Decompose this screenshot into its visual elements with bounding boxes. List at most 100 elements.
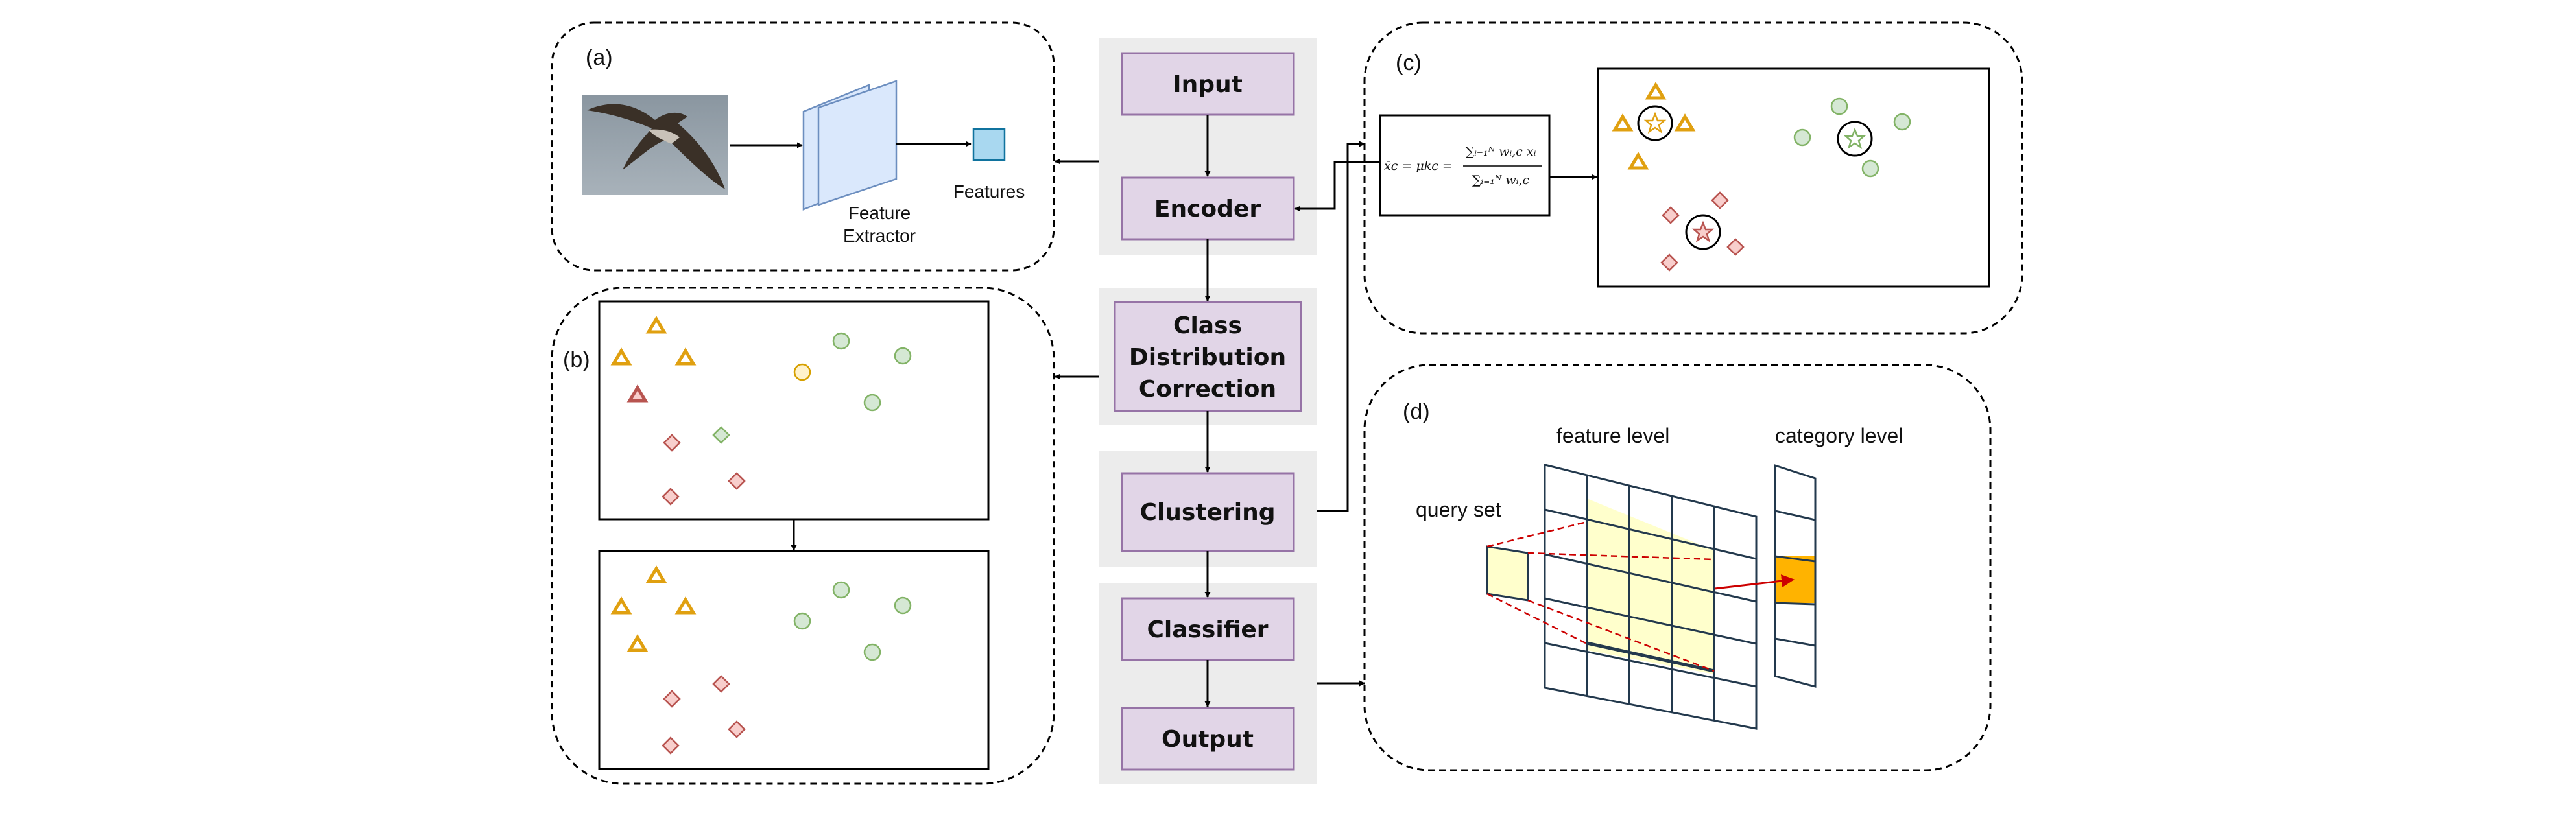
prototype-star-icon bbox=[1691, 220, 1715, 242]
diamond-point bbox=[728, 472, 746, 490]
panel-b: (b) bbox=[551, 287, 1055, 785]
panel-c: (c) x̄c = μkc = ∑ᵢ₌₁ᴺ wᵢ,c xᵢ ∑ᵢ₌₁ᴺ wᵢ,c bbox=[1363, 21, 2023, 335]
category-column bbox=[1774, 464, 1817, 688]
prototype-scatter bbox=[1612, 82, 1911, 272]
classifier-label: Classifier bbox=[1147, 617, 1268, 643]
arrow-feature-to-category bbox=[1714, 574, 1795, 590]
clustering-node[interactable]: Clustering bbox=[1121, 472, 1295, 552]
diamond-point bbox=[712, 675, 730, 693]
panel-a-frame bbox=[551, 21, 1055, 272]
circle-point bbox=[863, 643, 881, 661]
output-node[interactable]: Output bbox=[1121, 707, 1295, 771]
diamond-point bbox=[662, 488, 680, 506]
query-projection-lines bbox=[1486, 521, 1715, 672]
formula-denominator: ∑ᵢ₌₁ᴺ wᵢ,c bbox=[1472, 173, 1530, 187]
triangle-point bbox=[610, 347, 632, 366]
input-label: Input bbox=[1173, 71, 1243, 98]
diamond-point bbox=[662, 736, 680, 755]
output-label: Output bbox=[1162, 726, 1254, 753]
encoder-node[interactable]: Encoder bbox=[1121, 176, 1295, 241]
triangle-point bbox=[1612, 113, 1634, 132]
panel-d: (d) feature level category level query s… bbox=[1363, 364, 1992, 771]
diamond-point bbox=[1726, 238, 1745, 256]
circle-point bbox=[863, 394, 881, 412]
triangle-point bbox=[610, 596, 632, 615]
query-set-label: query set bbox=[1416, 498, 1501, 521]
scatter-after-box bbox=[598, 550, 990, 770]
prototype-ring bbox=[1837, 121, 1873, 157]
triangle-point bbox=[626, 634, 649, 652]
prototype-scatter-box bbox=[1597, 67, 1990, 288]
feature-extractor-label-line1: Feature bbox=[848, 203, 911, 223]
diamond-point bbox=[663, 690, 681, 708]
diamond-point bbox=[728, 720, 746, 738]
features-box bbox=[972, 128, 1006, 161]
feature-grid-outline bbox=[1544, 464, 1758, 730]
features-label: Features bbox=[953, 182, 1025, 202]
panel-d-frame bbox=[1363, 364, 1992, 771]
triangle-point bbox=[645, 565, 667, 583]
triangle-point bbox=[1674, 113, 1696, 132]
cdc-label-line1: Class bbox=[1173, 312, 1242, 339]
feature-extractor-label-line2: Extractor bbox=[843, 226, 916, 246]
arrow-formula-to-encoder bbox=[1294, 161, 1380, 212]
feature-grid bbox=[1544, 464, 1758, 730]
scatter-before bbox=[610, 316, 912, 506]
circle-point-misclassified bbox=[793, 363, 811, 381]
scatter-before-box bbox=[598, 300, 990, 521]
classifier-node[interactable]: Classifier bbox=[1121, 597, 1295, 661]
diamond-point bbox=[1711, 191, 1729, 209]
circle-point bbox=[832, 581, 850, 599]
circle-point bbox=[1830, 97, 1848, 115]
prototype-formula-box bbox=[1379, 114, 1551, 217]
encoder-label: Encoder bbox=[1154, 196, 1261, 222]
triangle-point bbox=[1627, 152, 1649, 170]
formula-lhs: x̄c = μkc = bbox=[1384, 159, 1453, 173]
clustering-label: Clustering bbox=[1140, 499, 1276, 526]
triangle-point-misclassified bbox=[626, 384, 649, 403]
diamond-point-misclassified bbox=[712, 426, 730, 444]
circle-point bbox=[832, 332, 850, 350]
diamond-point bbox=[663, 434, 681, 452]
triangle-point bbox=[674, 347, 697, 366]
feature-level-label: feature level bbox=[1556, 424, 1669, 447]
circle-point bbox=[1793, 128, 1811, 147]
cdc-label-line3: Correction bbox=[1139, 376, 1276, 403]
scatter-after bbox=[610, 565, 912, 755]
feature-extractor bbox=[802, 80, 898, 211]
arrow-clustering-to-formula bbox=[1317, 141, 1365, 512]
panel-connectors bbox=[1055, 141, 1380, 687]
bird-image bbox=[582, 95, 728, 195]
triangle-point bbox=[645, 316, 667, 334]
panel-a-tag: (a) bbox=[586, 45, 613, 70]
panel-c-frame bbox=[1363, 21, 2023, 335]
pipeline: Input Encoder Class Distribution Correct… bbox=[1099, 38, 1317, 784]
triangle-point bbox=[674, 596, 697, 615]
prototype-ring bbox=[1637, 105, 1673, 141]
panel-d-tag: (d) bbox=[1403, 399, 1430, 424]
query-patch bbox=[1486, 545, 1529, 602]
panel-c-tag: (c) bbox=[1396, 51, 1422, 75]
class-distribution-correction-node[interactable]: Class Distribution Correction bbox=[1114, 301, 1302, 412]
prototype-star-icon bbox=[1843, 127, 1866, 149]
category-level-label: category level bbox=[1775, 424, 1903, 447]
circle-point bbox=[894, 596, 912, 615]
circle-point bbox=[793, 612, 811, 630]
formula-numerator: ∑ᵢ₌₁ᴺ wᵢ,c xᵢ bbox=[1466, 145, 1536, 159]
diamond-point bbox=[1660, 253, 1678, 272]
category-highlight-cell bbox=[1775, 556, 1815, 603]
circle-point bbox=[894, 347, 912, 365]
panel-b-frame bbox=[551, 287, 1055, 785]
panel-a: (a) Feature Extractor Features bbox=[551, 21, 1055, 272]
prototype-star-icon bbox=[1643, 112, 1667, 134]
prototype-ring bbox=[1685, 214, 1721, 250]
circle-point bbox=[1893, 113, 1911, 131]
diamond-point bbox=[1662, 206, 1680, 224]
cdc-label-line2: Distribution bbox=[1129, 344, 1286, 371]
feature-grid-highlight-edge bbox=[1586, 641, 1715, 673]
panel-b-tag: (b) bbox=[563, 347, 590, 372]
circle-point bbox=[1861, 159, 1879, 178]
triangle-point bbox=[1645, 82, 1667, 100]
input-node[interactable]: Input bbox=[1121, 52, 1295, 116]
